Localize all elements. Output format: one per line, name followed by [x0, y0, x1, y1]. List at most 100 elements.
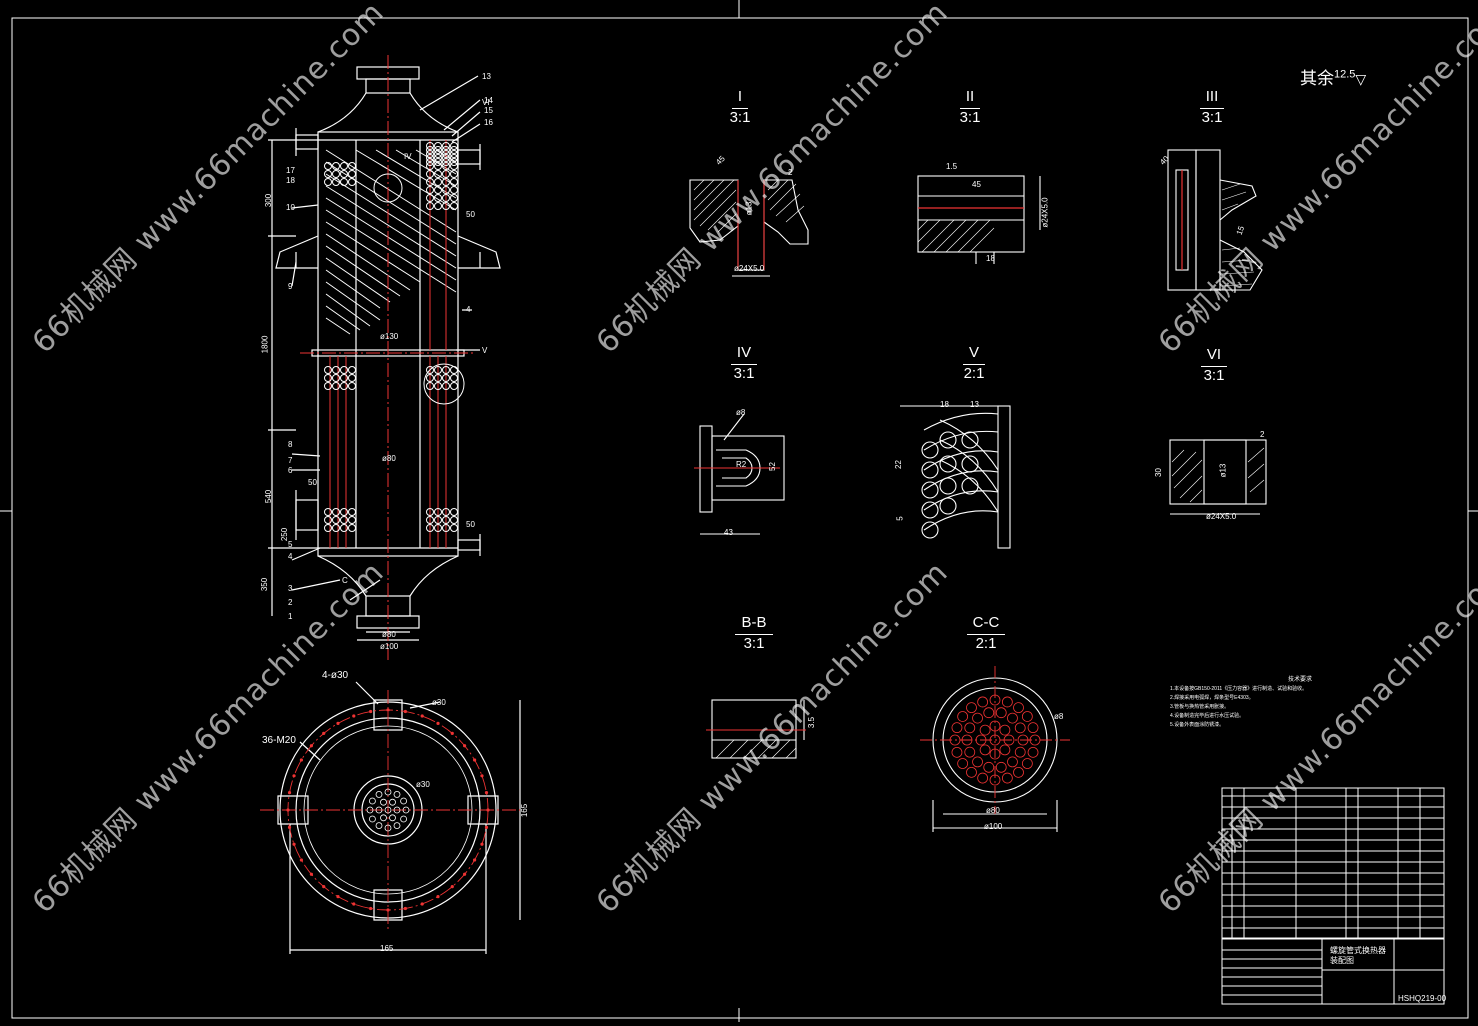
bolt-hole [484, 791, 489, 795]
tube-hole [1027, 722, 1039, 734]
bolt-hole [403, 906, 407, 911]
tube-end [332, 524, 340, 532]
notes-title: 技术要求 [1287, 677, 1312, 683]
dimension: 13 [970, 400, 979, 409]
tube-hole [402, 806, 410, 814]
tube-end [332, 178, 340, 186]
tube-end-circles [324, 142, 458, 532]
tube-hole [966, 766, 977, 778]
tube-end [332, 162, 340, 170]
tube-hole [1021, 711, 1033, 722]
bolt-hole [463, 872, 467, 876]
tube-end [426, 202, 434, 210]
tube-end [450, 524, 458, 532]
tube-end [442, 524, 450, 532]
tube-hole [400, 797, 407, 805]
tube-end [434, 374, 442, 382]
tube-hole [951, 746, 963, 758]
title-block [1221, 787, 1445, 1005]
bolt-hole [403, 709, 407, 714]
dimension: 1800 [260, 335, 270, 354]
bolt-hole [473, 758, 477, 762]
tube-hole [979, 724, 991, 736]
tube-end [340, 382, 348, 390]
dimension: ø24X5.0 [1206, 512, 1237, 521]
tube-end [340, 162, 348, 170]
tube-end [434, 382, 442, 390]
tube-end [348, 162, 356, 170]
dimension: 250 [280, 527, 290, 542]
tube-hole [389, 814, 396, 822]
tube-end [426, 150, 434, 158]
bolt-hole [336, 895, 340, 899]
tube-hole [983, 707, 995, 719]
tube-end [332, 374, 340, 382]
part-number: 18 [286, 176, 295, 185]
tube-end [434, 186, 442, 194]
detail-callouts [373, 173, 465, 405]
tube-hole [957, 711, 969, 722]
tube-end [442, 382, 450, 390]
tube-end [442, 170, 450, 178]
dimension: 2 [1260, 430, 1265, 439]
tube-end [332, 170, 340, 178]
tube-end [434, 146, 442, 154]
tube-hole [375, 791, 383, 798]
tube-end [450, 366, 458, 374]
tube-end [426, 142, 434, 150]
tube-end [450, 158, 458, 166]
roughness-symbol-icon: ▽ [1355, 71, 1367, 87]
bolt-hole [286, 808, 290, 812]
part-number: VI [482, 98, 490, 107]
bolt-hole [450, 885, 454, 889]
tube-hole [951, 722, 963, 734]
detail-III-hatch [1221, 183, 1255, 287]
detail-VI-drawing [1169, 439, 1267, 515]
tube-section [939, 431, 957, 449]
tube-hole [972, 712, 983, 724]
tube-end [348, 516, 356, 524]
dimension: 2 [788, 168, 793, 177]
tube-end [442, 186, 450, 194]
tube-hole [999, 744, 1011, 756]
tube-end [450, 516, 458, 524]
tube-end [450, 508, 458, 516]
bolt-hole [480, 842, 484, 846]
tube-end [426, 170, 434, 178]
tube-section [921, 481, 939, 499]
tube-hole [369, 797, 376, 805]
bolt-hole [322, 885, 326, 889]
tube-hole [995, 707, 1007, 719]
tube-hole [964, 746, 976, 758]
tube-section [939, 497, 957, 515]
tube-end [434, 508, 442, 516]
tube-hole [393, 822, 401, 829]
part-number: V [482, 346, 488, 355]
tube-end [434, 142, 442, 150]
dimension: 30 [1153, 468, 1163, 477]
tube-hole [375, 822, 383, 829]
bolt-hole [352, 902, 356, 906]
technical-notes: 技术要求 1.本设备按GB150-2011《压力容器》进行制造、试验和验收。 2… [1170, 676, 1430, 730]
tube-end [348, 374, 356, 382]
notes-line: 5.设备外表面涂防锈漆。 [1170, 722, 1225, 728]
tube-end [442, 162, 450, 170]
plan-bolt-holes [286, 708, 490, 912]
tube-end [442, 178, 450, 186]
part-number: 6 [288, 466, 293, 475]
drawing-number: HSHQ219-00 [1398, 994, 1447, 1003]
dimension: ø80 [986, 806, 1000, 815]
detail-V-drawing [900, 405, 1011, 549]
tube-end [340, 366, 348, 374]
plan-tube-holes [366, 788, 410, 832]
tube-end [340, 508, 348, 516]
part-number: 16 [484, 118, 493, 127]
tube-end [442, 516, 450, 524]
tube-end [434, 178, 442, 186]
dimension: 50 [466, 520, 475, 529]
dimension: 1.5 [946, 162, 958, 171]
bolt-hole [436, 721, 440, 725]
tube-end [348, 170, 356, 178]
tube-end [434, 194, 442, 202]
